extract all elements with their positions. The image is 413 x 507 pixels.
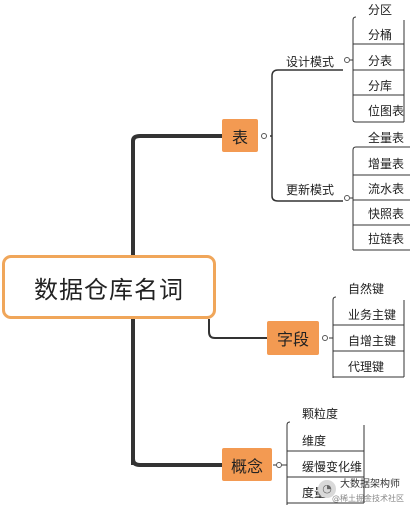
connector-root-to-字段 — [208, 319, 267, 339]
branch-node-表[interactable]: 表 — [222, 119, 258, 152]
group-node-设计模式[interactable]: 设计模式 — [285, 54, 334, 69]
collapse-toggle-icon[interactable] — [344, 57, 350, 63]
watermark-community: @稀土掘金技术社区 — [332, 494, 404, 503]
connector-设计模式-leaves — [350, 16, 405, 123]
group-node-更新模式[interactable]: 更新模式 — [285, 182, 334, 197]
leaf-node[interactable]: 缓慢变化维 — [302, 459, 363, 474]
collapse-toggle-icon[interactable] — [276, 462, 282, 468]
leaf-node[interactable]: 维度 — [302, 433, 327, 448]
leaf-node[interactable]: 颗粒度 — [302, 406, 339, 421]
leaf-node[interactable]: 流水表 — [368, 181, 405, 196]
leaf-node[interactable]: 增量表 — [368, 156, 405, 171]
collapse-toggle-icon[interactable] — [261, 133, 267, 139]
branch-node-字段[interactable]: 字段 — [267, 321, 319, 355]
watermark: ◔ 大数据架构师 @稀土掘金技术社区 — [318, 478, 413, 507]
watermark-account-name: 大数据架构师 — [340, 479, 400, 490]
leaf-node[interactable]: 分区 — [368, 2, 393, 17]
leaf-node[interactable]: 快照表 — [368, 206, 405, 221]
leaf-node[interactable]: 全量表 — [368, 130, 405, 145]
leaf-node[interactable]: 自然键 — [348, 281, 385, 296]
leaf-node[interactable]: 代理键 — [348, 359, 385, 374]
leaf-node[interactable]: 位图表 — [368, 103, 405, 118]
connector-更新模式-leaves — [350, 146, 410, 251]
branch-node-概念[interactable]: 概念 — [222, 448, 272, 481]
collapse-toggle-icon[interactable] — [322, 335, 328, 341]
leaf-node[interactable]: 业务主键 — [348, 307, 397, 322]
connector-root-to-概念 — [131, 458, 222, 467]
leaf-node[interactable]: 分库 — [368, 78, 393, 93]
collapse-toggle-icon[interactable] — [344, 195, 350, 201]
leaf-node[interactable]: 分表 — [368, 53, 393, 68]
account-logo-icon: ◔ — [318, 480, 336, 498]
connector-字段-leaves — [329, 296, 405, 378]
leaf-node[interactable]: 拉链表 — [368, 231, 405, 246]
connector-表-subtree — [270, 69, 343, 202]
connector-root-to-表 — [131, 134, 222, 142]
root-node[interactable]: 数据仓库名词 — [2, 255, 216, 319]
leaf-node[interactable]: 自增主键 — [348, 333, 397, 348]
leaf-node[interactable]: 分桶 — [368, 27, 393, 42]
